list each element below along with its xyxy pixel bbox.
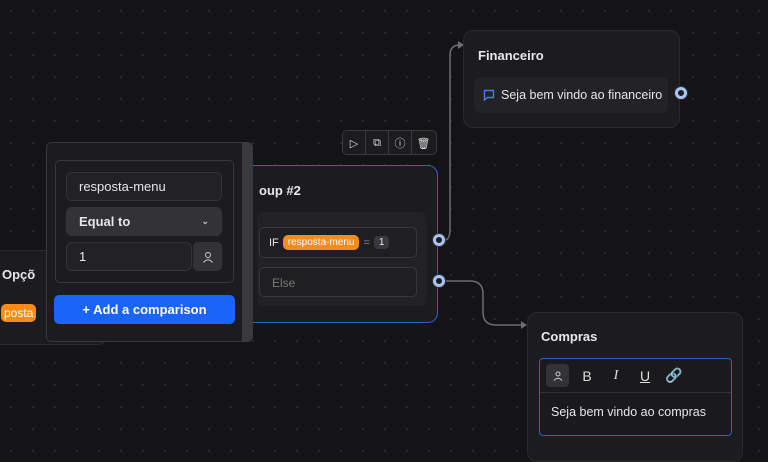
italic-icon[interactable]: I [613,367,619,383]
chat-bubble-icon [483,89,495,101]
underline-icon[interactable]: U [639,367,651,384]
variable-picker-button[interactable] [193,242,222,271]
compare-value: 1 [373,236,390,249]
message-text[interactable]: Seja bem vindo ao compras [551,405,706,419]
node-title: Compras [541,329,598,344]
variable-input[interactable]: resposta-menu [66,172,222,201]
bold-icon[interactable]: B [582,367,592,384]
variable-icon[interactable] [546,364,569,387]
group-node[interactable]: oup #2 IF resposta-menu = 1 Else [230,165,438,323]
node-toolbar: ▷ ⧉ ⓘ 🗑 [342,130,437,155]
edge-if-financeiro [444,44,463,241]
arrowhead [521,321,527,329]
info-icon[interactable]: ⓘ [389,131,412,155]
if-condition-row[interactable]: IF resposta-menu = 1 [259,227,417,258]
compras-node[interactable]: Compras B I U 🔗 Seja bem vindo ao compra… [527,312,743,462]
chevron-down-icon: ⌄ [201,216,209,226]
if-handle[interactable] [433,234,445,246]
comparison-box [55,160,234,283]
play-icon[interactable]: ▷ [343,131,366,155]
node-title: Opçõ [2,267,36,282]
else-handle[interactable] [433,275,445,287]
link-icon[interactable]: 🔗 [665,367,683,383]
operator-value: Equal to [79,214,131,229]
value-input[interactable]: 1 [66,242,192,271]
trash-icon[interactable]: 🗑 [416,137,431,150]
operator: = [363,236,370,249]
duplicate-icon[interactable]: ⧉ [366,131,389,155]
variable-badge: posta [1,304,37,322]
text-editor[interactable]: B I U 🔗 Seja bem vindo ao compras [539,358,732,436]
if-label: IF [269,236,279,249]
user-icon [202,251,213,263]
message-text: Seja bem vindo ao financeiro [501,88,663,102]
financeiro-handle[interactable] [675,87,687,99]
operator-select[interactable]: Equal to ⌄ [66,207,222,236]
add-comparison-button[interactable]: + Add a comparison [54,295,235,324]
scrollbar[interactable] [242,143,252,341]
condition-popover: resposta-menu Equal to ⌄ 1 + Add a compa… [46,142,253,342]
financeiro-node[interactable]: Financeiro Seja bem vindo ao financeiro [463,30,680,128]
format-toolbar: B I U 🔗 [540,359,731,393]
message-block[interactable]: Seja bem vindo ao financeiro [474,77,668,113]
variable-badge: resposta-menu [282,235,360,250]
edge-else-compras [445,280,524,326]
node-title: oup #2 [259,183,301,198]
else-row[interactable]: Else [259,267,417,297]
arrowhead [458,41,464,49]
node-title: Financeiro [478,48,544,63]
